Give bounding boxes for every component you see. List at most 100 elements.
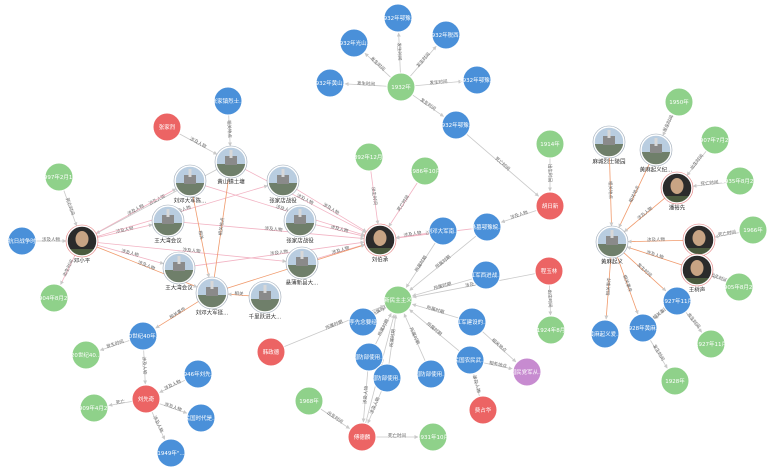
graph-node-time[interactable]: 1892年12月... (350, 142, 388, 172)
edge-n13-n16[interactable] (96, 223, 153, 238)
graph-node-portrait[interactable]: 邓小平 (65, 224, 99, 265)
graph-node-time[interactable]: 1966年 (738, 215, 768, 245)
edge-n1-n6[interactable] (396, 32, 401, 74)
graph-node-event[interactable]: 1949年"... (156, 438, 186, 468)
edge-n56-n58[interactable] (627, 239, 685, 244)
edge-n24-n25[interactable] (388, 182, 418, 227)
edge-n53-n58[interactable] (609, 156, 614, 227)
graph-node-event[interactable]: 红军建设的... (456, 307, 489, 337)
edge-n48-n33[interactable] (403, 313, 426, 362)
graph-node-place[interactable]: 国民党军从... (511, 357, 544, 387)
graph-node-time[interactable]: 1914年 (535, 129, 565, 159)
graph-node-photo[interactable]: 王大湾会议 (162, 251, 196, 292)
edge-n8-n10[interactable] (228, 114, 233, 147)
edge-n35-n33[interactable] (411, 303, 459, 319)
graph-node-photo[interactable]: 悬薄新县大... (286, 246, 319, 287)
graph-node-event[interactable]: 1932年光山... (336, 28, 372, 58)
graph-node-photo[interactable]: 千里跃进大... (249, 280, 282, 321)
edge-n7-n29[interactable] (466, 133, 539, 197)
graph-node-time[interactable]: 1904年8月2... (35, 283, 73, 313)
graph-node-time[interactable]: 1907年7月2... (696, 125, 734, 155)
graph-node-photo[interactable]: 刘邓大军陈... (174, 164, 207, 205)
edge-n20-n25[interactable] (316, 243, 366, 260)
edge-n29-n27[interactable] (500, 210, 537, 224)
edge-n47-n33[interactable] (388, 314, 398, 365)
graph-node-event[interactable]: 民国农民武... (454, 345, 487, 375)
graph-node-time[interactable]: 1931年10月 (417, 422, 449, 452)
edge-n58-n66[interactable] (616, 255, 639, 315)
graph-node-event[interactable]: 抗日战争时 (7, 226, 37, 256)
graph-node-event[interactable]: 1927年11月 (661, 286, 693, 316)
edge-n41-n42[interactable] (108, 400, 133, 407)
graph-node-time[interactable]: 1927年11月 (695, 329, 727, 359)
edge-n60-n55[interactable] (686, 150, 707, 176)
edge-n1-n2[interactable] (414, 79, 463, 87)
edge-n58-n64[interactable] (622, 251, 667, 292)
graph-node-event[interactable]: 1932年鄂豫... (438, 110, 474, 140)
edge-n35-n37[interactable] (482, 331, 517, 363)
graph-node-time[interactable]: 20世纪40... (71, 340, 101, 370)
edge-n1-n4[interactable] (409, 46, 437, 77)
graph-node-event[interactable]: 张家镇烈士... (212, 86, 245, 116)
edge-n15-n22[interactable] (192, 195, 211, 278)
edge-n54-n58[interactable] (618, 163, 650, 228)
edge-n22-n10[interactable] (213, 177, 231, 279)
graph-node-time[interactable]: 新民主主义 (383, 285, 413, 315)
graph-node-photo[interactable]: 黄麻起义 (595, 225, 629, 266)
graph-node-portrait[interactable]: 潘裕先 (660, 171, 694, 212)
graph-node-event[interactable]: 1932年税西... (428, 20, 464, 50)
graph-node-photo[interactable]: 张家店战役 (283, 204, 317, 245)
graph-node-time[interactable]: 1986年10月 (409, 156, 441, 186)
edge-n59-n54[interactable] (662, 114, 674, 136)
edge-n41-n44[interactable] (151, 411, 166, 440)
edge-n62-n56[interactable] (714, 232, 740, 239)
edge-n47-n50[interactable] (367, 390, 382, 424)
graph-node-person[interactable]: 傅德麟 (347, 422, 377, 452)
edge-n63-n57[interactable] (711, 275, 727, 283)
graph-node-event[interactable]: 李先念要经 (348, 307, 378, 337)
edge-n57-n58[interactable] (626, 246, 683, 266)
edge-n10-n25[interactable] (244, 168, 367, 233)
edge-n13-n20[interactable] (96, 242, 287, 264)
graph-node-time[interactable]: 1950年 (664, 87, 694, 117)
edge-n34-n33[interactable] (374, 307, 386, 315)
edge-n66-n68[interactable] (649, 339, 668, 369)
graph-node-event[interactable]: 1932年鄂豫... (380, 3, 416, 33)
graph-node-person[interactable]: 胡日新 (535, 191, 565, 221)
edge-n27-n33[interactable] (409, 235, 477, 291)
graph-node-time[interactable]: 1935年8月2... (721, 166, 759, 196)
edge-n49-n50[interactable] (320, 408, 350, 429)
edge-n13-n17[interactable] (96, 244, 164, 265)
edge-n13-n18[interactable] (96, 184, 269, 238)
graph-node-event[interactable]: 黄麻起义爱... (589, 319, 622, 349)
graph-node-event[interactable]: 国防部使用... (353, 342, 386, 372)
graph-node-event[interactable]: 国防部使用... (371, 363, 404, 393)
edge-n26-n33[interactable] (405, 242, 436, 288)
graph-node-time[interactable]: 1924年8月 (536, 315, 566, 345)
graph-node-person[interactable]: 程玉林 (534, 256, 564, 286)
graph-node-time[interactable]: 1905年8月2... (720, 272, 758, 302)
edge-n30-n33[interactable] (412, 278, 473, 297)
graph-node-person[interactable]: 张家烈 (152, 112, 182, 142)
graph-node-event[interactable]: 刘邓大军南... (427, 216, 460, 246)
edge-n26-n25[interactable] (395, 232, 430, 240)
edge-n38-n41[interactable] (143, 349, 148, 385)
graph-node-event[interactable]: 1932年鄂豫... (459, 65, 495, 95)
graph-node-person[interactable]: 费占华 (468, 395, 498, 425)
edge-n55-n58[interactable] (623, 197, 666, 233)
graph-node-time[interactable]: 1928年 (660, 366, 690, 396)
graph-node-photo[interactable]: 刘邓大军挺... (196, 276, 229, 317)
edge-n16-n25[interactable] (182, 221, 365, 241)
graph-node-photo[interactable]: 麻城烈士陵园 (592, 125, 626, 166)
edge-n52-n36[interactable] (472, 374, 480, 397)
edge-n40-n41[interactable] (159, 379, 186, 393)
edge-n46-n33[interactable] (374, 313, 392, 345)
edge-n21-n22[interactable] (227, 292, 251, 297)
graph-node-photo[interactable]: 张家店战役 (266, 164, 300, 205)
edge-n36-n33[interactable] (409, 309, 460, 352)
graph-node-event[interactable]: 1946年刘先... (180, 359, 216, 389)
graph-node-portrait[interactable]: 王树声 (680, 253, 714, 294)
graph-node-time[interactable]: 1997年2月1... (40, 162, 78, 192)
graph-node-person[interactable]: 韩政德 (256, 337, 286, 367)
edge-n1-n3[interactable] (364, 52, 392, 78)
